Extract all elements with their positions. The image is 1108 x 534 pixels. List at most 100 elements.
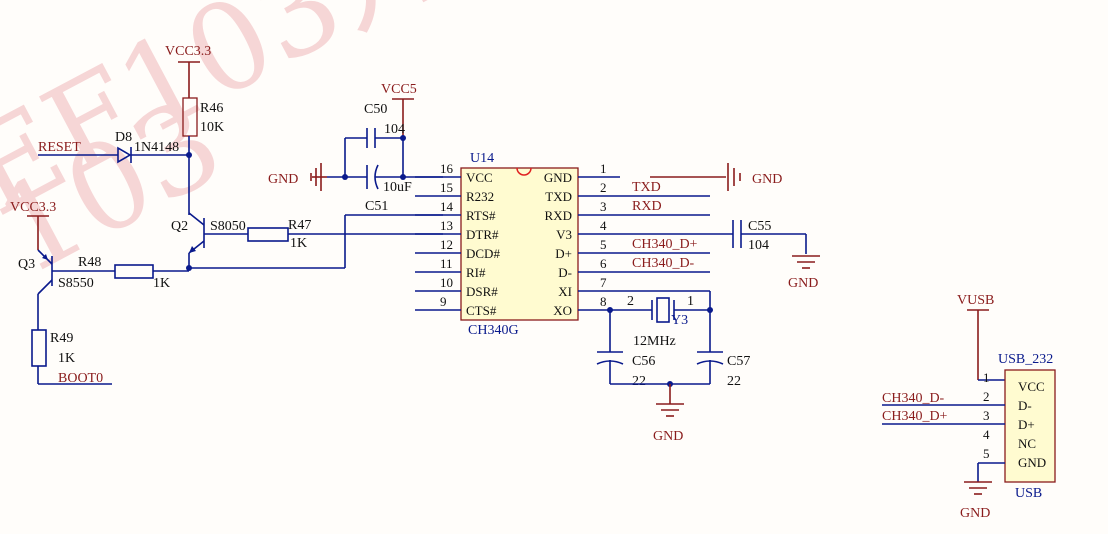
- svg-text:1: 1: [983, 370, 990, 385]
- svg-text:XI: XI: [558, 284, 572, 299]
- svg-text:1: 1: [600, 161, 607, 176]
- c50-ref: C50: [364, 102, 387, 117]
- svg-text:3: 3: [600, 199, 607, 214]
- junction-dot: [342, 174, 348, 180]
- q3-ref: Q3: [18, 257, 35, 272]
- c56-value: 22: [632, 374, 646, 389]
- junction-dot: [400, 174, 406, 180]
- gnd-left-symbol: [310, 163, 327, 191]
- svg-text:DCD#: DCD#: [466, 246, 500, 261]
- svg-text:D-: D-: [558, 265, 572, 280]
- reset-net-label: RESET: [38, 140, 81, 155]
- svg-text:V3: V3: [556, 227, 572, 242]
- svg-text:R232: R232: [466, 189, 494, 204]
- svg-text:TXD: TXD: [545, 189, 572, 204]
- boot0-net-label: BOOT0: [58, 371, 103, 386]
- gnd-crystal-symbol: [656, 384, 684, 417]
- gnd-right-label: GND: [752, 172, 782, 187]
- vcc33-top-symbol: [178, 61, 200, 98]
- gnd-usb-symbol: [964, 481, 992, 495]
- vcc33-left-label: VCC3.3: [10, 200, 56, 215]
- gnd-c55-label: GND: [788, 276, 818, 291]
- usb-body: [1004, 369, 1056, 483]
- c51-ref: C51: [365, 199, 388, 214]
- usb-pin-3: 3D+: [983, 408, 1035, 432]
- c57-ref: C57: [727, 354, 750, 369]
- r46-resistor: [182, 97, 198, 137]
- svg-text:2: 2: [600, 180, 607, 195]
- u14-pin-6: 6D-: [558, 256, 620, 280]
- svg-text:8: 8: [600, 294, 607, 309]
- svg-text:NC: NC: [1018, 436, 1036, 451]
- c56-ref: C56: [632, 354, 655, 369]
- svg-text:16: 16: [440, 161, 454, 176]
- svg-text:GND: GND: [544, 170, 572, 185]
- u14-pin-5: 5D+: [555, 237, 620, 261]
- svg-text:6: 6: [600, 256, 607, 271]
- r47-ref: R47: [288, 218, 311, 233]
- pin1-notch: [516, 167, 532, 176]
- svg-text:2: 2: [983, 389, 990, 404]
- u14-body: [460, 167, 579, 321]
- c50-value: 104: [384, 122, 405, 137]
- usb-pin-2: 2D-: [983, 389, 1032, 413]
- usb-ref: USB_232: [998, 352, 1053, 367]
- r48-value: 1K: [153, 276, 170, 291]
- c57-value: 22: [727, 374, 741, 389]
- usb-pin-4: 4NC: [983, 427, 1036, 451]
- vusb-label: VUSB: [957, 293, 994, 308]
- d8-value: 1N4148: [134, 140, 179, 155]
- dminus-net-label: CH340_D-: [632, 256, 695, 271]
- vcc33-top-label: VCC3.3: [165, 44, 211, 59]
- d8-ref: D8: [115, 130, 132, 145]
- svg-text:VCC: VCC: [1018, 379, 1045, 394]
- svg-text:D-: D-: [1018, 398, 1032, 413]
- svg-text:DTR#: DTR#: [466, 227, 499, 242]
- txd-net-label: TXD: [632, 180, 661, 195]
- vcc5-symbol: [392, 98, 414, 138]
- svg-text:XO: XO: [553, 303, 572, 318]
- svg-text:DSR#: DSR#: [466, 284, 498, 299]
- r46-value: 10K: [200, 120, 224, 135]
- svg-text:GND: GND: [1018, 455, 1046, 470]
- u14-left-pins: 16VCC15R23214RTS#13DTR#12DCD#11RI#10DSR#…: [415, 161, 500, 318]
- y3-pin-a: 2: [627, 294, 634, 309]
- svg-text:4: 4: [600, 218, 607, 233]
- usb-dminus-label: CH340_D-: [882, 391, 945, 406]
- junction-dot: [186, 265, 192, 271]
- q2-transistor: [188, 212, 205, 268]
- u14-pin-4: 4V3: [556, 218, 620, 242]
- c55-ref: C55: [748, 219, 771, 234]
- svg-text:15: 15: [440, 180, 453, 195]
- vusb-symbol: [967, 309, 989, 380]
- svg-text:CTS#: CTS#: [466, 303, 497, 318]
- r49-ref: R49: [50, 331, 73, 346]
- rxd-net-label: RXD: [632, 199, 662, 214]
- gnd-crystal-label: GND: [653, 429, 683, 444]
- r46-ref: R46: [200, 101, 223, 116]
- r47-value: 1K: [290, 236, 307, 251]
- q3-value: S8550: [58, 276, 94, 291]
- dplus-net-label: CH340_D+: [632, 237, 698, 252]
- svg-text:14: 14: [440, 199, 454, 214]
- svg-text:D+: D+: [555, 246, 572, 261]
- svg-text:12: 12: [440, 237, 453, 252]
- usb-dplus-label: CH340_D+: [882, 409, 948, 424]
- svg-text:11: 11: [440, 256, 453, 271]
- svg-text:4: 4: [983, 427, 990, 442]
- svg-text:VCC: VCC: [466, 170, 493, 185]
- svg-text:10: 10: [440, 275, 453, 290]
- y3-ref: Y3: [671, 313, 688, 328]
- usb-part: USB: [1015, 486, 1042, 501]
